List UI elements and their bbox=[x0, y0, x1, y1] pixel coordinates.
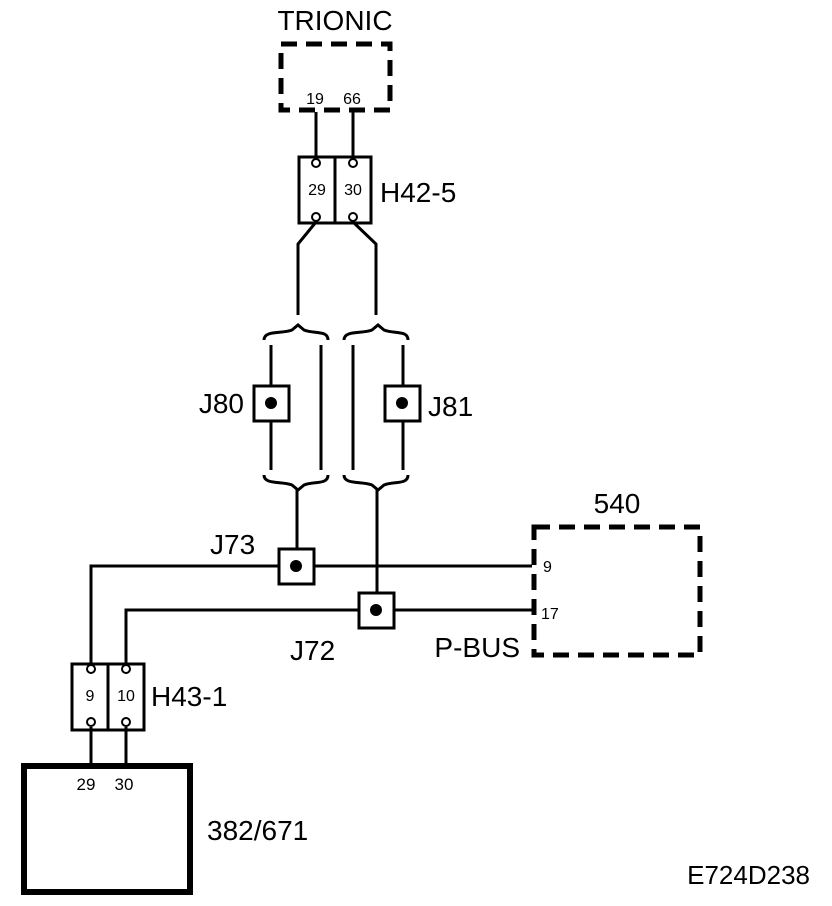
module-382-671: 29 30 382/671 bbox=[21, 763, 308, 895]
module-540-pin-17: 17 bbox=[541, 606, 559, 623]
bus-line-pin17 bbox=[124, 608, 532, 668]
bundle-brace-top-right bbox=[342, 323, 410, 341]
module-540-label: 540 bbox=[594, 488, 641, 519]
bundle-brace-bottom-right bbox=[342, 474, 410, 492]
splice-j73: J73 bbox=[210, 529, 316, 586]
h42-5-pin-30: 30 bbox=[344, 182, 362, 199]
connector-h42-5: 29 30 H42-5 bbox=[297, 155, 456, 225]
wire-h42-5-30 bbox=[351, 220, 378, 315]
bundle-brace-bottom-left bbox=[262, 474, 330, 492]
trionic-pin-19: 19 bbox=[306, 91, 324, 108]
j73-label: J73 bbox=[210, 529, 255, 560]
trionic-unit: TRIONIC 19 66 bbox=[277, 5, 393, 113]
j80-label: J80 bbox=[199, 388, 244, 419]
module-382-pin-29: 29 bbox=[77, 775, 96, 794]
h43-1-label: H43-1 bbox=[151, 681, 227, 712]
splice-j80: J80 bbox=[199, 384, 291, 423]
splice-j72: J72 bbox=[290, 591, 396, 666]
h43-1-pin-10: 10 bbox=[117, 688, 135, 705]
module-382-pin-30: 30 bbox=[115, 775, 134, 794]
p-bus-label: P-BUS bbox=[434, 632, 520, 663]
bus-line-pin9 bbox=[89, 564, 532, 668]
wire-h42-5-29 bbox=[296, 221, 318, 315]
connector-h43-1: 9 10 H43-1 bbox=[70, 662, 227, 732]
splice-j81: J81 bbox=[383, 384, 473, 423]
bundle-brace-top-left bbox=[262, 323, 330, 341]
trionic-pin-66: 66 bbox=[343, 91, 361, 108]
h42-5-label: H42-5 bbox=[380, 177, 456, 208]
module-540-pin-9: 9 bbox=[543, 559, 552, 576]
j81-label: J81 bbox=[428, 391, 473, 422]
module-382-label: 382/671 bbox=[207, 815, 308, 846]
module-540: 540 9 17 P-BUS bbox=[434, 488, 703, 663]
h42-5-pin-29: 29 bbox=[308, 182, 326, 199]
figure-id: E724D238 bbox=[687, 860, 810, 890]
trionic-label: TRIONIC bbox=[277, 5, 392, 36]
j72-label: J72 bbox=[290, 635, 335, 666]
h43-1-pin-9: 9 bbox=[86, 688, 95, 705]
